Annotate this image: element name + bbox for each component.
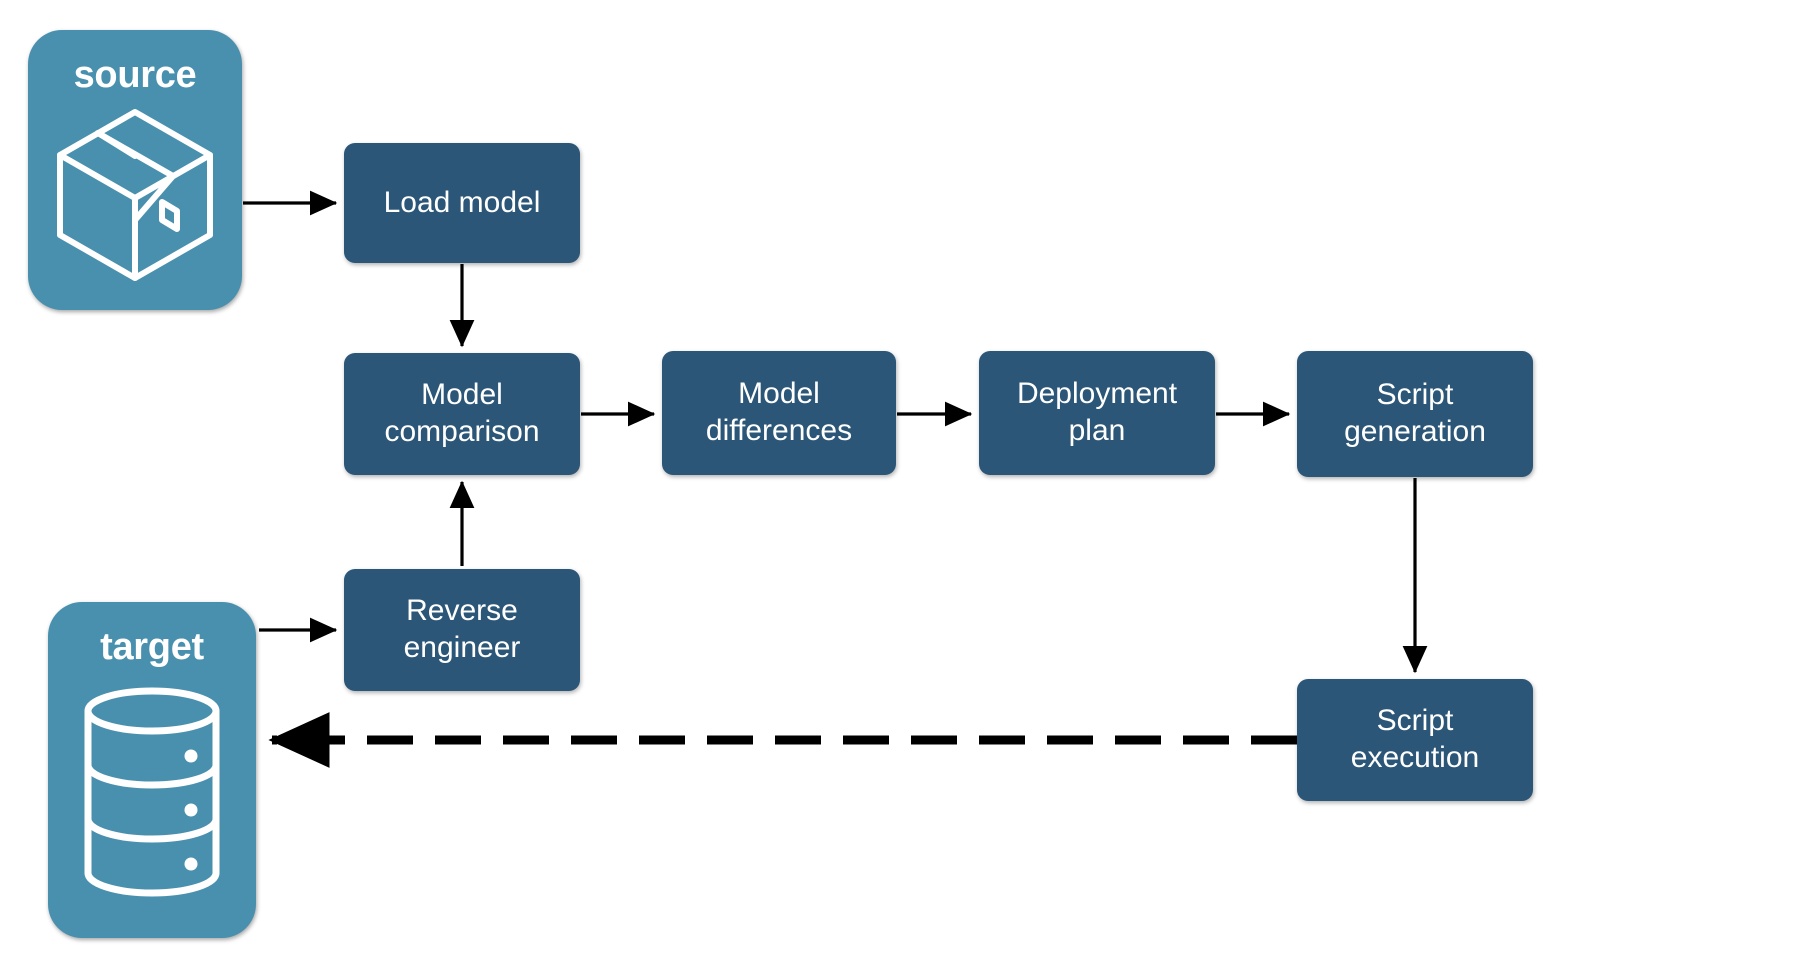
process-box-model-comparison[interactable]: Model comparison (344, 353, 580, 475)
process-label-script-generation: Script generation (1344, 378, 1486, 448)
process-box-script-generation[interactable]: Script generation (1297, 351, 1533, 477)
process-label-load-model: Load model (383, 185, 541, 219)
process-box-load-model[interactable]: Load model (344, 143, 580, 263)
database-cylinder-icon (84, 687, 220, 897)
endpoint-title-target: target (100, 626, 204, 668)
database-indicator-dot (184, 749, 198, 763)
package-box-icon (57, 109, 213, 281)
endpoint-card-target[interactable]: target (48, 602, 256, 938)
process-label-deployment-plan: Deployment plan (1016, 377, 1178, 447)
endpoint-card-source[interactable]: source (28, 30, 242, 310)
process-label-model-comparison: Model comparison (384, 378, 540, 448)
database-indicator-dot (184, 803, 198, 817)
endpoint-title-source: source (73, 54, 197, 96)
process-label-script-execution: Script execution (1350, 704, 1480, 774)
process-label-reverse-engineer: Reverse engineer (403, 594, 521, 664)
database-indicator-dot (184, 857, 198, 871)
process-box-deployment-plan[interactable]: Deployment plan (979, 351, 1215, 475)
process-label-model-differences: Model differences (705, 377, 853, 447)
process-box-reverse-engineer[interactable]: Reverse engineer (344, 569, 580, 691)
process-box-model-differences[interactable]: Model differences (662, 351, 896, 475)
process-box-script-execution[interactable]: Script execution (1297, 679, 1533, 801)
